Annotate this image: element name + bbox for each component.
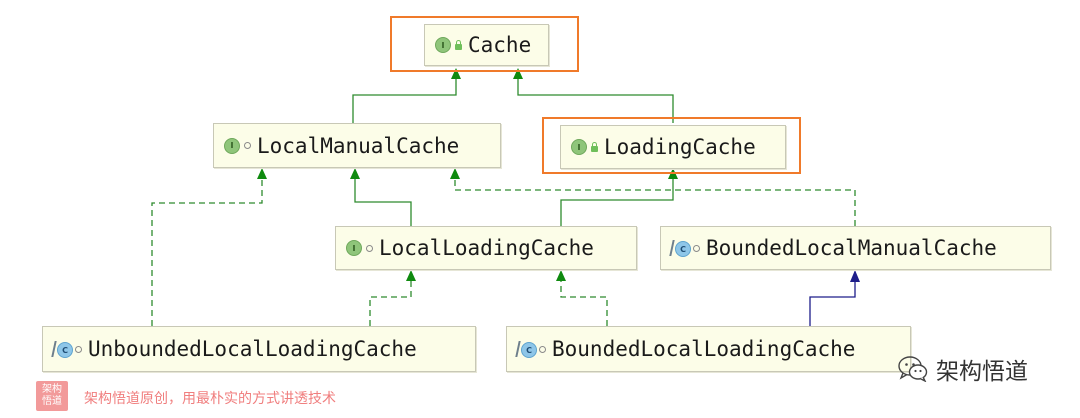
arrowhead-localloadingcache-left [406,270,416,281]
node-loading-cache[interactable]: I LoadingCache [560,125,786,169]
footer-slogan: 架构悟道原创，用最朴实的方式讲透技术 [84,391,336,407]
node-label: UnboundedLocalLoadingCache [88,337,417,361]
highlight-frame-loadingcache [542,117,801,174]
edge-boundedmanual-to-localmanualcache [454,178,856,226]
class-badge-icon: C [51,341,73,358]
edge-localloadingcache-to-loadingcache [560,178,674,226]
highlight-frame-cache [390,16,579,72]
arrowhead-localmanualcache-mid [350,168,360,179]
edge-unbounded-to-localmanualcache [151,178,263,326]
node-label: BoundedLocalLoadingCache [552,337,856,361]
node-label: LoadingCache [604,135,756,159]
node-unbounded-local-loading-cache[interactable]: C UnboundedLocalLoadingCache [42,326,476,372]
open-modifier-icon [75,345,82,353]
node-label: LocalManualCache [257,133,460,158]
lock-modifier-icon [591,141,598,152]
node-label: LocalLoadingCache [379,236,594,260]
class-badge-icon: C [669,240,691,257]
arrowhead-localloadingcache-right [556,270,566,281]
wechat-account-name: 架构悟道 [936,359,1028,385]
node-local-loading-cache[interactable]: I LocalLoadingCache [335,226,637,270]
open-modifier-icon [539,345,546,353]
open-modifier-icon [366,244,373,252]
wechat-icon [898,356,928,382]
arrowhead-localmanualcache-left [257,168,267,179]
edge-localmanualcache-to-cache [352,78,457,123]
seal-line-2: 悟道 [42,396,62,407]
open-modifier-icon [244,142,251,149]
lock-modifier-icon [455,39,462,50]
interface-badge-icon: I [224,137,240,154]
interface-badge-icon: I [346,240,362,256]
arrowhead-localmanualcache-right [450,168,460,179]
arrowhead-cache-left [451,68,461,79]
class-badge-icon: C [515,341,537,358]
edge-localloadingcache-to-localmanualcache [354,178,412,226]
wechat-watermark: 架构悟道 [898,352,1028,386]
node-cache[interactable]: I Cache [424,24,549,66]
interface-badge-icon: I [571,139,587,155]
interface-badge-icon: I [435,37,451,53]
node-bounded-local-loading-cache[interactable]: C BoundedLocalLoadingCache [506,326,911,372]
seal-line-1: 架构 [42,384,62,395]
edge-unbounded-to-localloadingcache [369,280,412,326]
node-label: BoundedLocalManualCache [706,236,997,260]
edge-boundedloading-to-localloadingcache [560,280,608,326]
node-local-manual-cache[interactable]: I LocalManualCache [213,123,501,168]
brand-seal: 架构 悟道 [36,381,68,411]
edge-boundedloading-to-boundedmanual [809,281,856,326]
node-bounded-local-manual-cache[interactable]: C BoundedLocalManualCache [660,226,1051,270]
arrowhead-cache-right [513,68,523,79]
edge-loadingcache-to-cache [517,78,674,123]
arrowhead-boundedmanual [850,270,860,282]
open-modifier-icon [693,244,700,252]
node-label: Cache [468,33,532,57]
